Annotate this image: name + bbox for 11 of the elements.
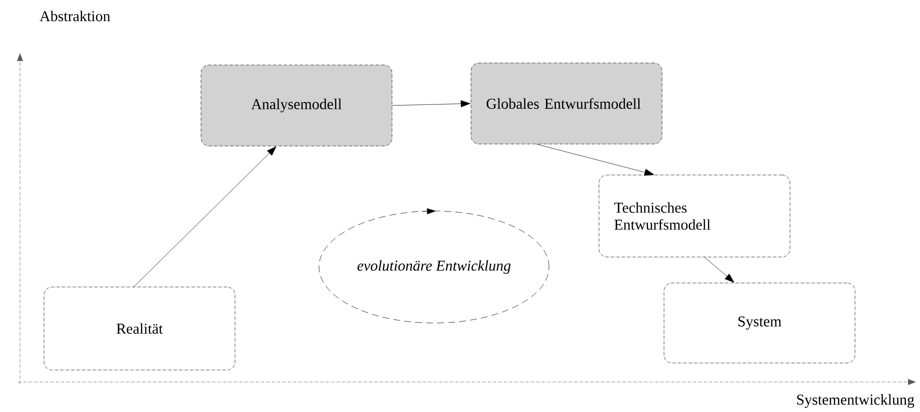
process-box: Analysemodell [200,64,392,146]
arrow [134,146,276,287]
axis-label: Systementwicklung [797,394,914,408]
arrow [704,257,734,283]
axis-label: Abstraktion [40,10,110,22]
arrow [536,144,654,176]
process-box: System [664,282,856,364]
process-box: Globales Entwurfsmodell [470,62,662,144]
process-box: Realität [44,286,236,370]
process-box: Technisches Entwurfsmodell [598,174,790,258]
arrow [392,100,470,108]
